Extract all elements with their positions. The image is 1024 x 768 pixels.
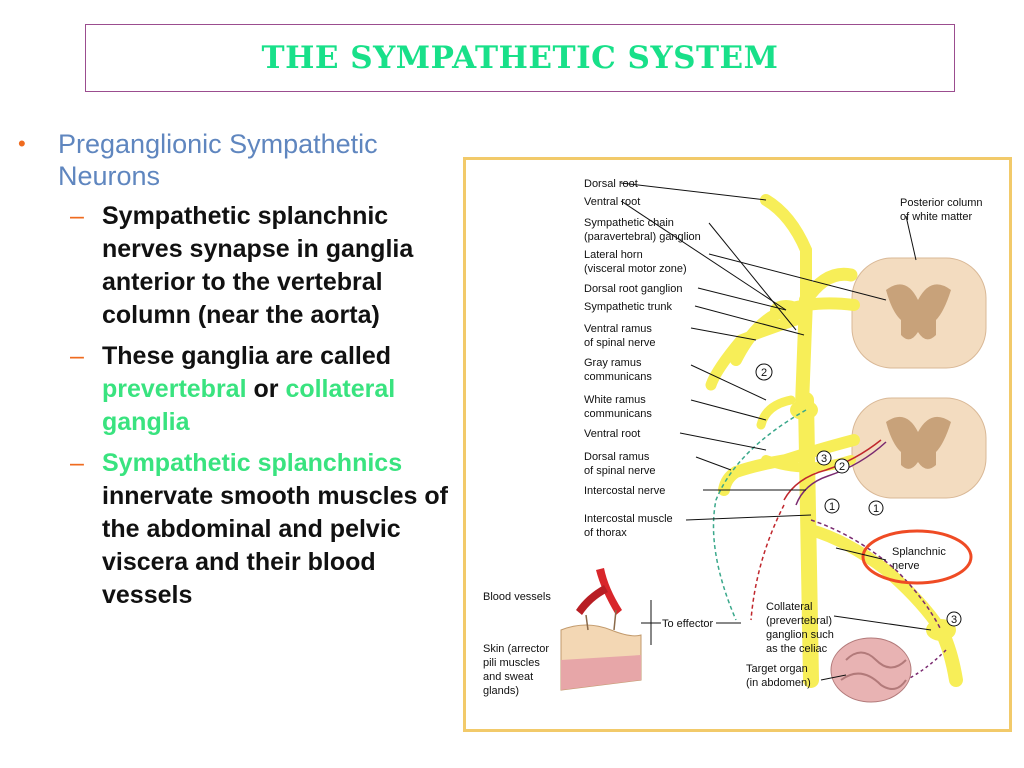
bullet-main-text: Preganglionic Sympathetic Neurons xyxy=(58,129,378,191)
sub3-post: innervate smooth muscles of the abdomina… xyxy=(102,482,448,609)
bullet-main: • Preganglionic Sympathetic Neurons xyxy=(18,128,448,192)
sub-bullet-2-text: These ganglia are called prevertebral or… xyxy=(102,340,448,439)
diagram-svg: 2 3 2 1 1 3 Dorsal root Ventral root Sym… xyxy=(483,178,987,703)
label-target-1: Target organ xyxy=(746,663,808,675)
label-skin-2: pili muscles xyxy=(483,657,540,669)
sub3-highlight: Sympathetic splanchnics xyxy=(102,449,403,477)
skin-icon xyxy=(560,609,642,691)
label-icm-1: Intercostal muscle xyxy=(584,513,673,525)
label-drg: Dorsal root ganglion xyxy=(584,283,682,295)
label-skin-4: glands) xyxy=(483,685,519,697)
label-splanchnic-1: Splanchnic xyxy=(892,546,946,558)
target-organ-icon xyxy=(830,637,912,703)
dash-icon: – xyxy=(70,202,84,230)
label-collateral-1: Collateral xyxy=(766,601,812,613)
label-collateral-4: as the celiac xyxy=(766,643,828,655)
spinal-cord-upper xyxy=(851,257,987,369)
sub-bullet-3: – Sympathetic splanchnics innervate smoo… xyxy=(70,447,448,612)
sub-bullet-2: – These ganglia are called prevertebral … xyxy=(70,340,448,439)
sympathetic-diagram: 2 3 2 1 1 3 Dorsal root Ventral root Sym… xyxy=(463,157,1012,732)
leader-lines xyxy=(620,182,932,681)
sub2-mid: or xyxy=(253,375,279,403)
label-lateral-1: Lateral horn xyxy=(584,249,643,261)
label-skin-3: and sweat xyxy=(483,671,533,683)
dash-icon: – xyxy=(70,342,84,370)
blood-vessel-icon xyxy=(576,568,622,615)
splanchnic-highlight-circle xyxy=(861,529,973,585)
label-splanchnic-2: nerve xyxy=(892,560,920,572)
sub-bullet-1: – Sympathetic splanchnic nerves synapse … xyxy=(70,200,448,332)
title-box: THE SYMPATHETIC SYSTEM xyxy=(85,24,955,92)
sub2-highlight-2: collateral ganglia xyxy=(102,375,396,436)
sub2-pre: These ganglia are called xyxy=(102,342,392,370)
marker-2b: 2 xyxy=(839,461,845,473)
sub2-highlight-1: prevertebral xyxy=(102,375,247,403)
label-ventral-root-2: Ventral root xyxy=(584,428,640,440)
step-markers xyxy=(755,363,962,627)
neuron-pathways xyxy=(712,409,947,681)
label-trunk: Sympathetic trunk xyxy=(584,301,673,313)
label-posterior-1: Posterior column xyxy=(900,197,983,209)
label-white-1: White ramus xyxy=(584,394,646,406)
label-gray-2: communicans xyxy=(584,371,652,383)
label-collateral-3: ganglion such xyxy=(766,629,834,641)
marker-1b: 1 xyxy=(873,503,879,515)
label-ventral-root: Ventral root xyxy=(584,196,640,208)
label-target-2: (in abdomen) xyxy=(746,677,811,689)
label-vramus-2: of spinal nerve xyxy=(584,337,656,349)
marker-1a: 1 xyxy=(829,501,835,513)
spinal-cord-lower xyxy=(851,397,987,499)
collateral-ganglion xyxy=(926,619,956,641)
label-chain-2: (paravertebral) ganglion xyxy=(584,231,701,243)
label-dramus-1: Dorsal ramus xyxy=(584,451,650,463)
slide-title: THE SYMPATHETIC SYSTEM xyxy=(261,40,779,76)
marker-3b: 3 xyxy=(951,614,957,626)
marker-2a: 2 xyxy=(761,367,767,379)
label-chain-1: Sympathetic chain xyxy=(584,217,674,229)
label-posterior-2: of white matter xyxy=(900,211,972,223)
sub-bullet-3-text: Sympathetic splanchnics innervate smooth… xyxy=(102,447,448,612)
dash-icon: – xyxy=(70,449,84,477)
label-white-2: communicans xyxy=(584,408,652,420)
label-effector: To effector xyxy=(662,618,713,630)
label-blood: Blood vessels xyxy=(483,591,551,603)
label-dorsal-root: Dorsal root xyxy=(584,178,638,190)
label-lateral-2: (visceral motor zone) xyxy=(584,263,687,275)
sub-bullet-1-text: Sympathetic splanchnic nerves synapse in… xyxy=(102,202,414,329)
label-icm-2: of thorax xyxy=(584,527,627,539)
label-intercostal: Intercostal nerve xyxy=(584,485,665,497)
bullet-list: • Preganglionic Sympathetic Neurons – Sy… xyxy=(18,128,448,612)
marker-3a: 3 xyxy=(821,453,827,465)
label-dramus-2: of spinal nerve xyxy=(584,465,656,477)
label-skin-1: Skin (arrector xyxy=(483,643,549,655)
nerve-network xyxy=(705,194,963,688)
bullet-dot-icon: • xyxy=(18,131,26,156)
label-vramus-1: Ventral ramus xyxy=(584,323,652,335)
label-gray-1: Gray ramus xyxy=(584,357,642,369)
chain-ganglion xyxy=(790,400,818,420)
label-collateral-2: (prevertebral) xyxy=(766,615,832,627)
